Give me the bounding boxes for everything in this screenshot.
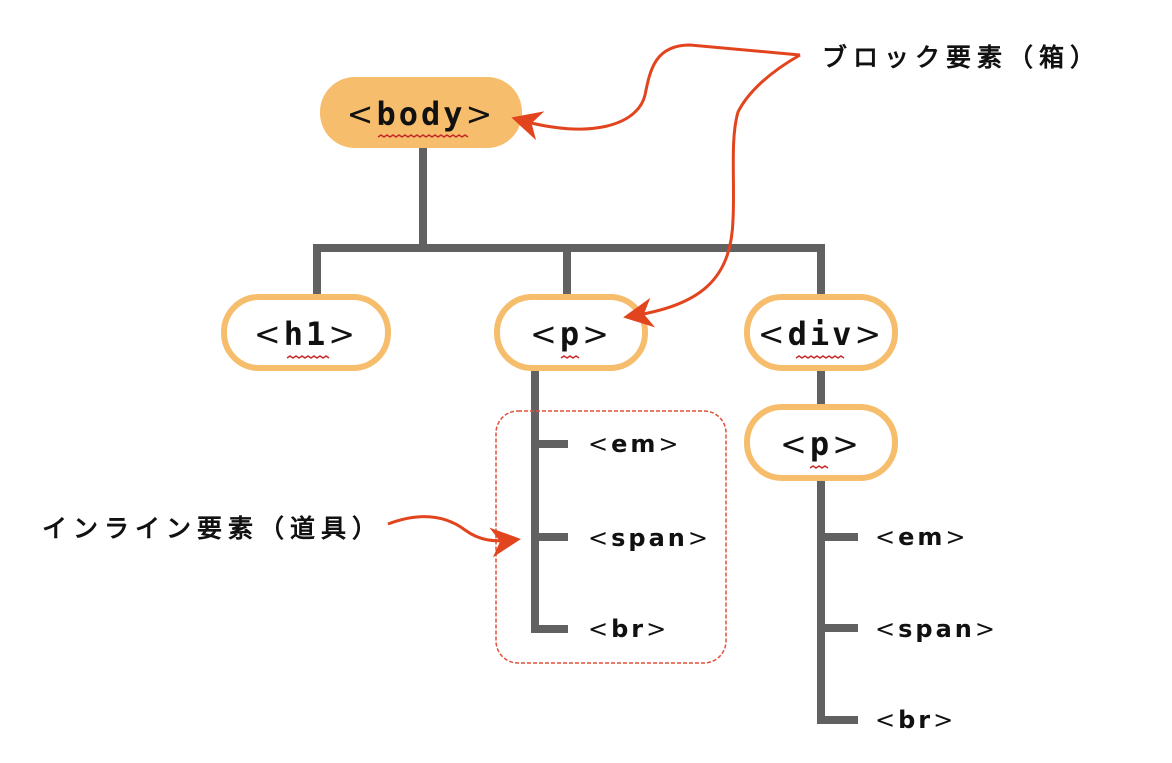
spellcheck-squiggle bbox=[377, 134, 469, 138]
node-div-pill bbox=[744, 294, 898, 371]
node-body-label: <body> bbox=[347, 95, 496, 133]
p-children: <em> <span> <br> bbox=[588, 430, 711, 643]
node-p: <p> bbox=[494, 294, 648, 371]
inline-element-label: インライン要素（道具） bbox=[42, 514, 383, 543]
node-body-pill bbox=[320, 77, 522, 148]
node-div: <div> bbox=[744, 294, 898, 371]
node-p-label: <p> bbox=[530, 315, 612, 353]
connector-p-children bbox=[531, 370, 568, 633]
node-h1-pill bbox=[221, 294, 391, 371]
arrow-to-p bbox=[623, 53, 801, 328]
leaf-em: <em> bbox=[875, 523, 969, 551]
leaf-span: <span> bbox=[875, 615, 998, 643]
annotation-arrows bbox=[387, 43, 801, 558]
node-h1-label: <h1> bbox=[254, 315, 358, 353]
spellcheck-squiggle bbox=[286, 355, 330, 359]
connector-div-p-children bbox=[817, 480, 858, 724]
node-div-p-pill bbox=[744, 404, 898, 481]
node-div-p: <p> bbox=[744, 404, 898, 481]
node-div-label: <div> bbox=[758, 315, 884, 353]
spellcheck-squiggle bbox=[809, 465, 829, 469]
spellcheck-squiggle bbox=[795, 355, 845, 359]
leaf-em: <em> bbox=[588, 430, 682, 458]
leaf-br: <br> bbox=[588, 615, 669, 643]
block-element-label: ブロック要素（箱） bbox=[822, 43, 1101, 72]
div-p-children: <em> <span> <br> bbox=[875, 523, 998, 734]
leaf-span: <span> bbox=[588, 524, 711, 552]
leaf-br: <br> bbox=[875, 706, 956, 734]
arrow-to-body bbox=[511, 43, 801, 141]
node-p-pill bbox=[494, 294, 648, 371]
node-body: <body> bbox=[320, 77, 522, 148]
node-div-p-label: <p> bbox=[780, 425, 862, 463]
connectors bbox=[313, 148, 858, 724]
arrow-to-inline bbox=[387, 515, 521, 558]
spellcheck-squiggle bbox=[560, 355, 580, 359]
node-h1: <h1> bbox=[221, 294, 391, 371]
